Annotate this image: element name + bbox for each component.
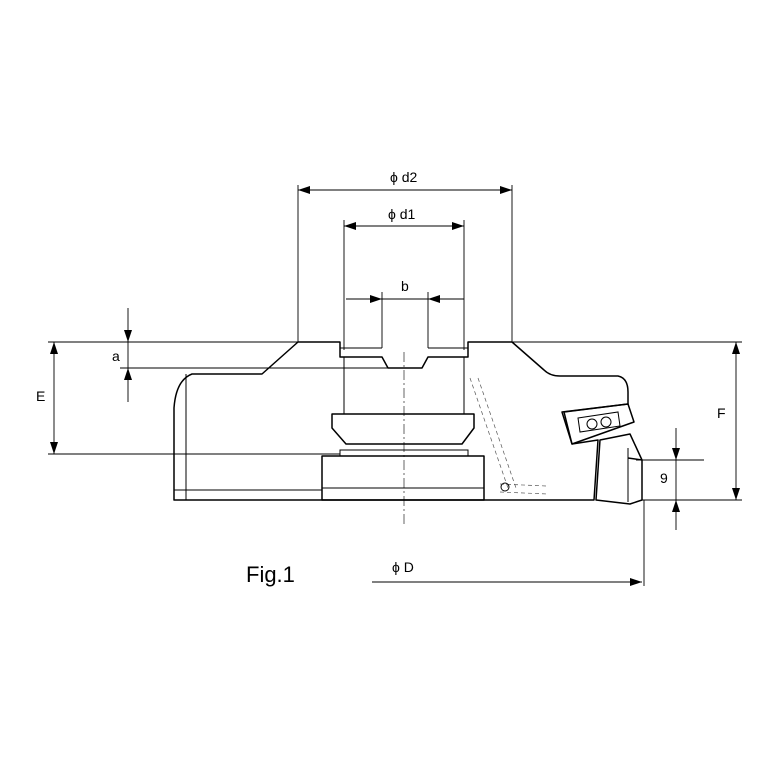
- dimension-label-b: b: [401, 278, 409, 294]
- cutter-body: [173, 341, 629, 501]
- dimension-lines: [50, 186, 740, 586]
- dimension-label-a: a: [112, 348, 120, 364]
- dimension-label-F: F: [717, 405, 726, 421]
- dimension-label-d1: ϕ d1: [388, 206, 416, 222]
- dimension-label-g: 9: [660, 470, 668, 486]
- cutting-insert: [561, 403, 643, 505]
- dimension-label-E: E: [36, 388, 45, 404]
- dimension-label-D: ϕ D: [392, 559, 414, 575]
- figure-caption: Fig.1: [246, 562, 295, 587]
- extension-lines: [48, 185, 742, 586]
- hidden-coolant-channel: [469, 377, 549, 495]
- dimension-label-d2: ϕ d2: [390, 169, 418, 185]
